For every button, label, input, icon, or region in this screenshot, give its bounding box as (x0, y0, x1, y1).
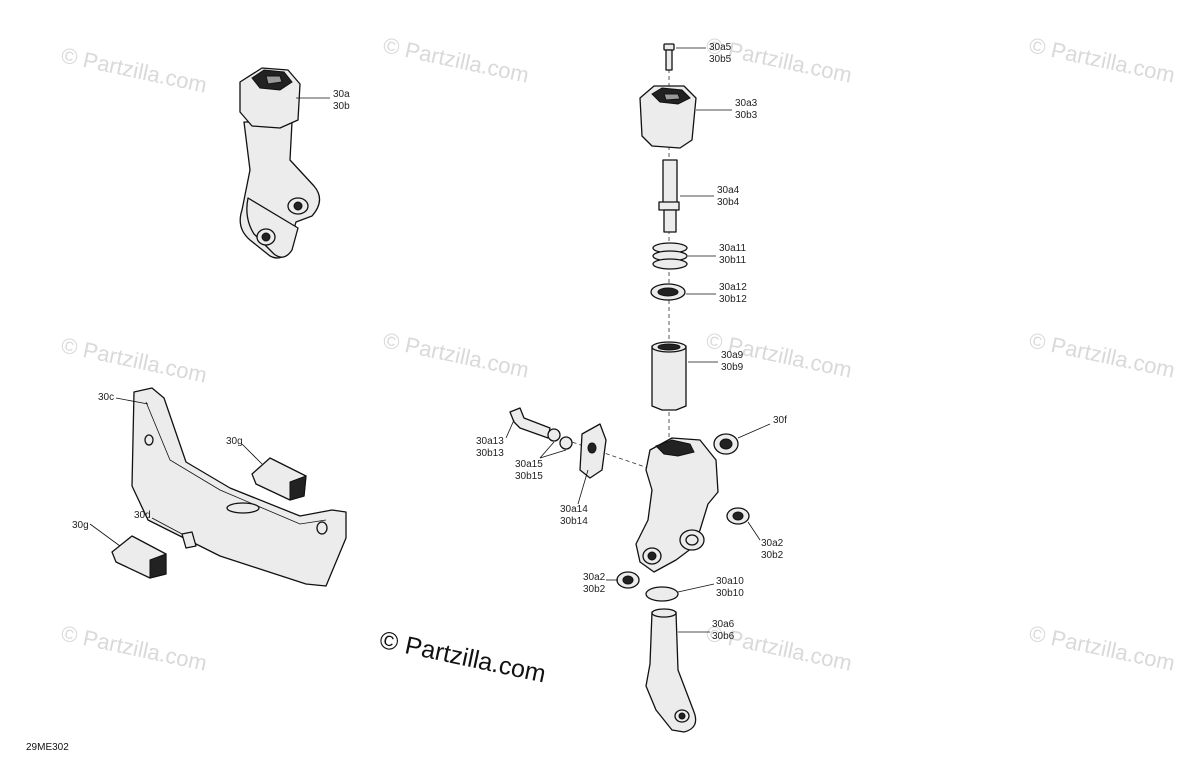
watermark: © Partzilla.com (59, 42, 209, 97)
watermark: © Partzilla.com (59, 620, 209, 675)
watermark: © Partzilla.com (1027, 32, 1177, 87)
copyright-symbol: © (377, 626, 401, 657)
callout-30c: 30c (98, 392, 114, 403)
callout-30b2-left: 30b2 (583, 584, 606, 595)
callout-30a9: 30a9 (721, 350, 744, 361)
main-watermark: © Partzilla.com (377, 626, 548, 689)
callout-30a11: 30a11 (719, 243, 747, 254)
callout-30a2-left: 30a2 (583, 572, 606, 583)
watermark: © Partzilla.com (1027, 620, 1177, 675)
callout-30a3: 30a3 (735, 98, 758, 109)
watermark: © Partzilla.com (381, 327, 531, 382)
assembled-lever (239, 67, 330, 259)
callout-30b9: 30b9 (721, 362, 744, 373)
watermark: © Partzilla.com (59, 332, 209, 387)
drawing-code: 29ME302 (26, 742, 69, 753)
callout-30b6: 30b6 (712, 631, 735, 642)
bracket-assembly (89, 387, 347, 587)
callout-30a: 30a (333, 89, 350, 100)
callout-30b5: 30b5 (709, 54, 732, 65)
callout-30a6: 30a6 (712, 619, 735, 630)
callout-30b4: 30b4 (717, 197, 740, 208)
callout-30b13: 30b13 (476, 448, 504, 459)
callout-30b15: 30b15 (515, 471, 543, 482)
callout-30f: 30f (773, 415, 787, 426)
callout-30a4: 30a4 (717, 185, 740, 196)
callout-30g-bottom: 30g (72, 520, 89, 531)
callout-30b12: 30b12 (719, 294, 747, 305)
main-watermark-text: Partzilla.com (403, 631, 549, 688)
callout-30b14: 30b14 (560, 516, 588, 527)
callout-30a13: 30a13 (476, 436, 504, 447)
exploded-assembly (505, 43, 771, 733)
callout-30a12: 30a12 (719, 282, 747, 293)
watermark: © Partzilla.com (1027, 327, 1177, 382)
callout-30b3: 30b3 (735, 110, 758, 121)
callout-30a14: 30a14 (560, 504, 588, 515)
callout-30d: 30d (134, 510, 151, 521)
callout-30a5: 30a5 (709, 42, 732, 53)
callout-30g-top: 30g (226, 436, 243, 447)
callout-30b11: 30b11 (719, 255, 747, 266)
callout-30a15: 30a15 (515, 459, 543, 470)
callout-30a10: 30a10 (716, 576, 744, 587)
callout-30a2-right: 30a2 (761, 538, 784, 549)
callout-30b: 30b (333, 101, 350, 112)
watermark: © Partzilla.com (381, 32, 531, 87)
callout-30b2-right: 30b2 (761, 550, 784, 561)
callout-30b10: 30b10 (716, 588, 744, 599)
